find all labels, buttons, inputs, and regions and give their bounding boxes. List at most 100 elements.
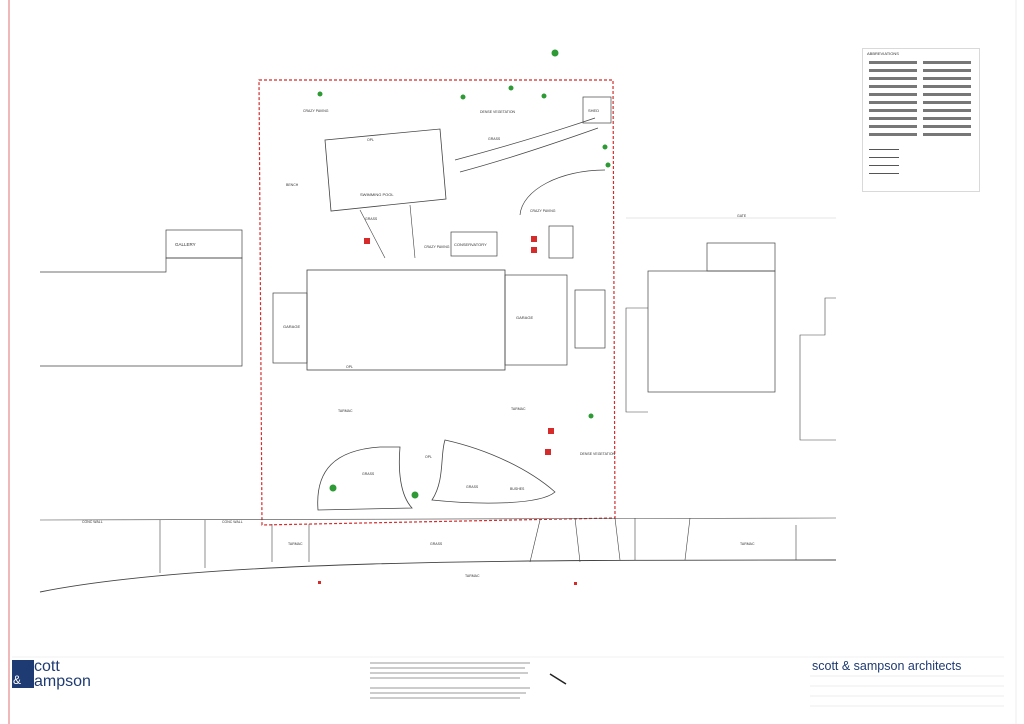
- label-bushes: BUSHES: [510, 487, 525, 491]
- legend-row: [869, 69, 917, 72]
- div-9: [684, 517, 691, 561]
- legend-row: [869, 93, 917, 96]
- label-tarmac-2: TARMAC: [338, 409, 353, 413]
- marker-icon: [364, 238, 370, 244]
- garden-path-3: [519, 169, 606, 216]
- tree-icon: [508, 85, 514, 91]
- garden-path-2: [459, 127, 599, 173]
- legend-row: [923, 61, 971, 64]
- logo-line-1: scott: [26, 658, 60, 675]
- logo-mark: [12, 660, 34, 688]
- label-tarmac-3: TARMAC: [511, 407, 526, 411]
- legend-row: [923, 117, 971, 120]
- main-house: [306, 269, 506, 371]
- legend-row: [923, 101, 971, 104]
- logo-line-2: sampson: [26, 673, 91, 690]
- tree-icon: [541, 93, 547, 99]
- garage-right: [574, 289, 606, 349]
- survey-markers: [318, 236, 577, 585]
- house-wing-right: [504, 274, 568, 366]
- legend-panel: ABBREVIATIONS: [862, 48, 980, 192]
- conservatory: [450, 231, 498, 257]
- legend-row: [869, 85, 917, 88]
- legend-row: [869, 125, 917, 128]
- legend-row: [923, 85, 971, 88]
- marker-icon: [545, 449, 551, 455]
- legend-line: [869, 149, 899, 150]
- marker-icon: [574, 582, 577, 585]
- logo-ampersand: &: [13, 673, 22, 687]
- label-swimming-pool: SWIMMING POOL: [360, 192, 394, 197]
- legend-row: [869, 61, 917, 64]
- label-bench: BENCH: [286, 183, 299, 187]
- north-arrow: [549, 673, 567, 685]
- tree-icon: [551, 49, 559, 57]
- label-tarmac-5: TARMAC: [465, 574, 480, 578]
- legend-row: [869, 109, 917, 112]
- neighbour-far-right: [799, 297, 836, 441]
- label-tarmac-1: TARMAC: [288, 542, 303, 546]
- legend-row: [923, 133, 971, 136]
- label-crazy-paving-2: CRAZY PAVING: [424, 245, 450, 249]
- drive-island-left: [317, 446, 413, 511]
- label-shed: SHED: [588, 108, 599, 113]
- legend-row: [869, 117, 917, 120]
- marker-icon: [531, 236, 537, 242]
- neighbour-right-top: [706, 242, 776, 272]
- label-grass-3: GRASS: [362, 472, 375, 476]
- label-garage-left: GARAGE: [283, 324, 300, 329]
- marker-icon: [548, 428, 554, 434]
- small-building: [548, 225, 574, 259]
- label-opl-3: OPL: [425, 455, 432, 459]
- legend-title: ABBREVIATIONS: [867, 51, 899, 56]
- pool-steps-2: [409, 204, 416, 259]
- legend-line: [869, 157, 899, 158]
- label-grass-5: GRASS: [430, 542, 443, 546]
- label-tarmac-4: TARMAC: [740, 542, 755, 546]
- legend-line: [869, 173, 899, 174]
- tree-icon: [460, 94, 466, 100]
- label-conc-wall-2: CONC WALL: [222, 520, 243, 524]
- legend-row: [869, 77, 917, 80]
- firm-name: scott & sampson architects: [812, 659, 962, 673]
- neighbour-left: [40, 257, 243, 367]
- shed: [582, 96, 612, 124]
- label-grass-2: GRASS: [488, 137, 501, 141]
- garden-path: [454, 117, 596, 161]
- label-grass-4: GRASS: [466, 485, 479, 489]
- legend-row: [923, 77, 971, 80]
- trees: [317, 49, 611, 499]
- legend-row: [869, 101, 917, 104]
- label-dense-vegetation-top: DENSE VEGETATION: [480, 110, 516, 114]
- label-conc-wall-1: CONC WALL: [82, 520, 103, 524]
- tree-icon: [317, 91, 323, 97]
- div-6: [574, 517, 581, 563]
- pool-steps-1: [359, 209, 386, 259]
- label-crazy-paving-3: CRAZY PAVING: [530, 209, 556, 213]
- label-crazy-paving-1: CRAZY PAVING: [303, 109, 329, 113]
- label-garage-right: GARAGE: [516, 315, 533, 320]
- marker-icon: [531, 247, 537, 253]
- legend-line: [869, 165, 899, 166]
- label-opl-2: OPL: [346, 365, 353, 369]
- tree-icon: [588, 413, 594, 419]
- tree-icon: [605, 162, 611, 168]
- logo-wordmark: scott sampson: [26, 658, 91, 690]
- legend-row: [923, 109, 971, 112]
- tree-icon: [329, 484, 337, 492]
- label-gallery: GALLERY: [175, 242, 196, 247]
- house-wing-left: [272, 292, 308, 364]
- notes-block: [370, 662, 530, 699]
- marker-icon: [318, 581, 321, 584]
- swimming-pool: [324, 128, 447, 212]
- road-edge: [39, 559, 837, 593]
- legend-row: [869, 133, 917, 136]
- legend-row: [923, 93, 971, 96]
- label-dense-vegetation-right: DENSE VEGETATION: [580, 452, 616, 456]
- div-7: [614, 517, 621, 561]
- drive-island-right: [431, 439, 556, 504]
- label-gate: GATE: [737, 214, 747, 218]
- div-5: [529, 519, 541, 563]
- legend-row: [923, 69, 971, 72]
